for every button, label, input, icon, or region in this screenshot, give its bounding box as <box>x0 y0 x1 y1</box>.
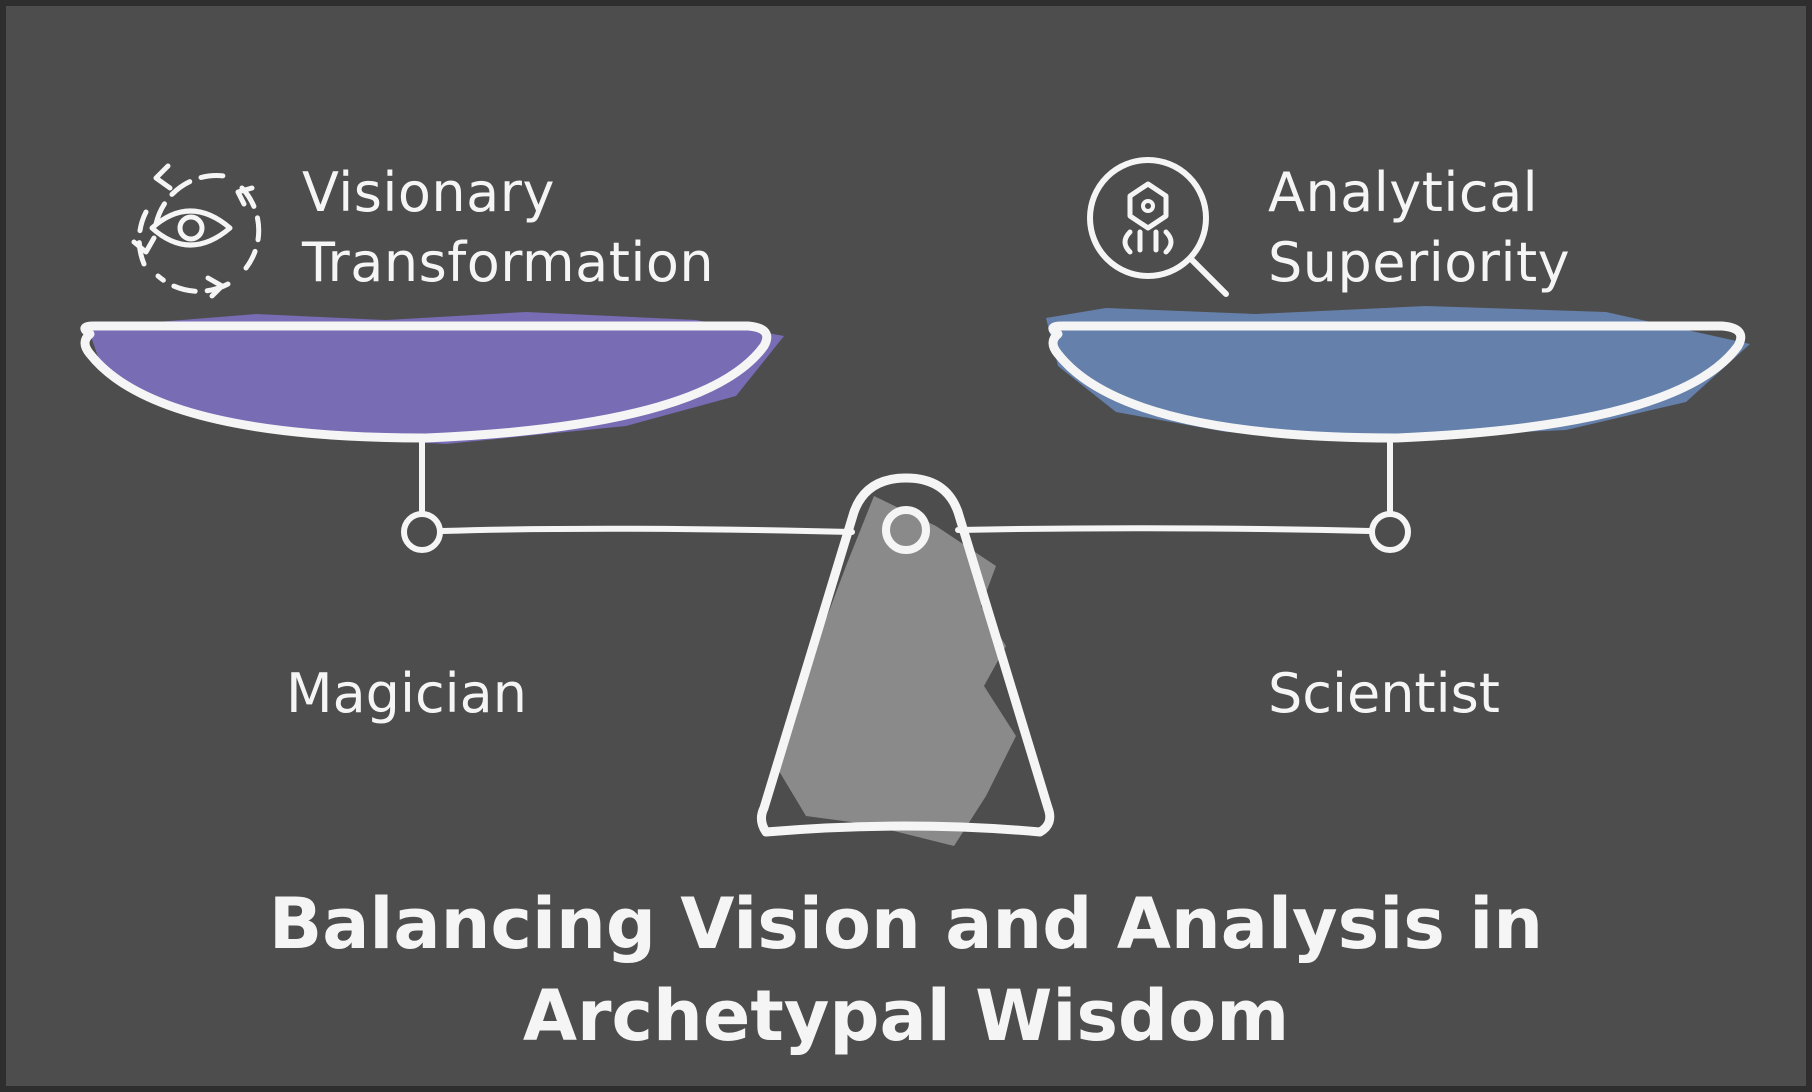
left-heading-line1: Visionary <box>302 161 555 224</box>
right-heading-line1: Analytical <box>1268 161 1539 224</box>
left-pan-outline <box>80 321 772 443</box>
right-beam-joint <box>1369 511 1411 553</box>
diagram-canvas: Visionary Transformation Analytical Supe… <box>6 6 1806 1086</box>
scientist-label: Scientist <box>1268 662 1500 725</box>
fulcrum-outline <box>756 473 1055 837</box>
pivot-ring <box>882 506 930 554</box>
right-pan-outline <box>1048 321 1746 443</box>
magnifier-with-robot-icon <box>1087 157 1229 297</box>
right-heading: Analytical Superiority <box>1268 158 1570 298</box>
diagram-title: Balancing Vision and Analysis in Archety… <box>6 878 1806 1062</box>
left-beam-joint <box>401 511 443 553</box>
left-pan-fill <box>88 312 784 444</box>
eye-with-cycle-arrows-icon <box>131 163 262 299</box>
right-heading-line2: Superiority <box>1268 231 1571 294</box>
title-line2: Archetypal Wisdom <box>522 975 1290 1057</box>
right-pan-fill <box>1046 306 1750 438</box>
balance-scale <box>80 157 1750 846</box>
balance-beam <box>439 525 1373 535</box>
magician-label: Magician <box>286 662 527 725</box>
fulcrum-fill <box>776 496 1016 846</box>
left-heading-line2: Transformation <box>302 231 715 294</box>
left-heading: Visionary Transformation <box>302 158 714 298</box>
title-line1: Balancing Vision and Analysis in <box>268 883 1544 965</box>
